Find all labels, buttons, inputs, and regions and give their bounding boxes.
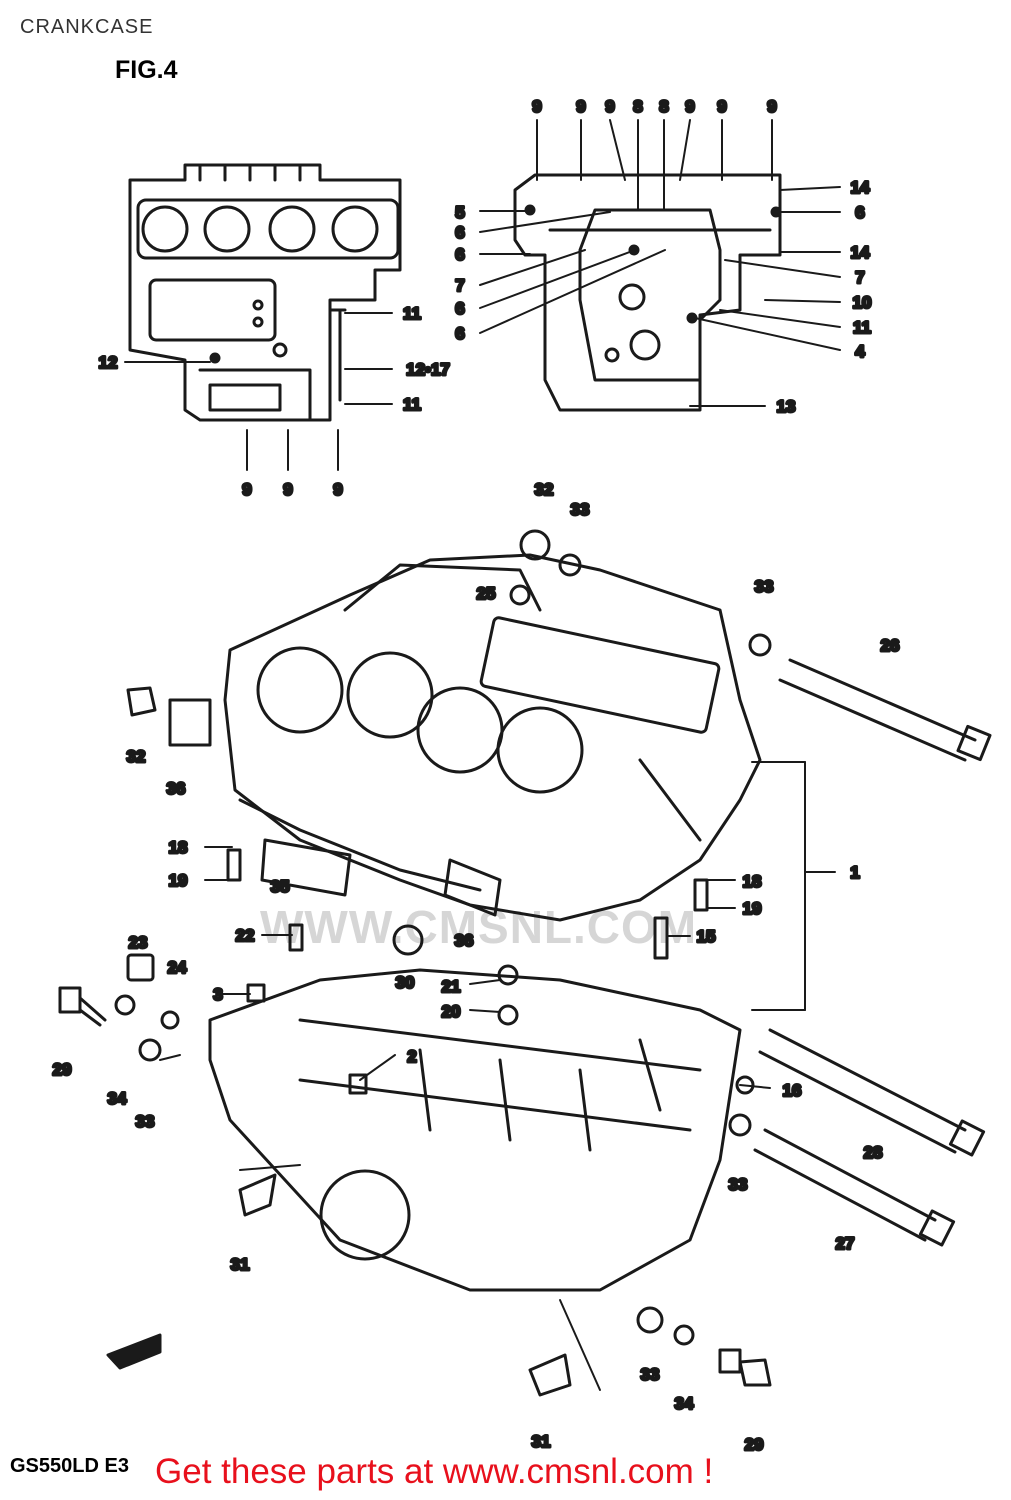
small-parts: [114, 529, 772, 1397]
callout-19: 19: [169, 871, 188, 890]
callout-8: 8: [659, 97, 668, 116]
callout-26: 26: [881, 636, 900, 655]
callout-3: 3: [213, 985, 222, 1004]
callout-35: 35: [271, 877, 290, 896]
callout-11: 11: [403, 395, 421, 414]
callout-20: 20: [442, 1002, 461, 1021]
callout-14: 14: [851, 178, 870, 197]
callout-2: 2: [407, 1047, 416, 1066]
callout-6: 6: [455, 245, 464, 264]
callout-9: 9: [767, 97, 776, 116]
callout-7: 7: [855, 268, 864, 287]
callout-33: 33: [136, 1112, 155, 1131]
callout-9: 9: [242, 480, 251, 499]
callout-33: 33: [755, 577, 774, 596]
callout-19: 19: [743, 899, 762, 918]
callout-21: 21: [442, 977, 461, 996]
figure-label: FIG.4: [115, 56, 178, 84]
callout-5: 5: [455, 203, 464, 222]
callout-36: 36: [167, 779, 186, 798]
forward-arrow-icon: [106, 1333, 162, 1370]
callout-14: 14: [851, 243, 870, 262]
callout-25: 25: [477, 584, 496, 603]
callout-9: 9: [333, 480, 342, 499]
callout-13: 13: [777, 397, 796, 416]
callout-24: 24: [168, 958, 187, 977]
callout-8: 8: [633, 97, 642, 116]
callout-9: 9: [717, 97, 726, 116]
callout-11: 11: [403, 304, 421, 323]
callout-12-17: 12•17: [406, 360, 450, 379]
callout-9: 9: [605, 97, 614, 116]
callout-36: 36: [455, 931, 474, 950]
callout-29: 29: [53, 1060, 72, 1079]
callout-6: 6: [855, 203, 864, 222]
callout-12: 12: [99, 353, 118, 372]
callout-15: 15: [697, 927, 716, 946]
callout-6: 6: [455, 324, 464, 343]
callout-32: 32: [127, 747, 146, 766]
callout-29: 29: [745, 1435, 764, 1454]
model-code: GS550LD E3: [10, 1455, 129, 1477]
callout-18: 18: [169, 838, 188, 857]
page-title: CRANKCASE: [20, 16, 154, 38]
callout-22: 22: [236, 926, 255, 945]
upper-case-top-view: [124, 163, 402, 471]
callout-23: 23: [129, 933, 148, 952]
callout-9: 9: [685, 97, 694, 116]
footer-link[interactable]: Get these parts at www.cmsnl.com !: [155, 1452, 714, 1491]
callout-30: 30: [396, 973, 415, 992]
callout-7: 7: [455, 276, 464, 295]
callout-1: 1: [850, 863, 859, 882]
callout-4: 4: [855, 342, 865, 361]
lower-case-bottom-view: [479, 119, 841, 412]
callout-33: 33: [729, 1175, 748, 1194]
upper-crankcase-half: [223, 553, 762, 922]
callout-18: 18: [743, 872, 762, 891]
callout-28: 28: [864, 1143, 883, 1162]
callout-33: 33: [571, 500, 590, 519]
lower-crankcase-half: [208, 968, 742, 1292]
callout-6: 6: [455, 299, 464, 318]
callout-9: 9: [576, 97, 585, 116]
callout-34: 34: [108, 1089, 127, 1108]
callout-9: 9: [532, 97, 541, 116]
callout-34: 34: [675, 1394, 694, 1413]
callout-11: 11: [853, 318, 871, 337]
crankcase-bolts: [58, 658, 992, 1387]
main-leader-lines: [159, 761, 836, 1391]
callout-33: 33: [641, 1365, 660, 1384]
callout-32: 32: [535, 480, 554, 499]
callout-27: 27: [836, 1234, 855, 1253]
callout-16: 16: [783, 1081, 802, 1100]
callout-10: 10: [853, 293, 872, 312]
callout-31: 31: [231, 1255, 250, 1274]
callout-9: 9: [283, 480, 292, 499]
callout-31: 31: [532, 1432, 551, 1451]
callout-6: 6: [455, 223, 464, 242]
